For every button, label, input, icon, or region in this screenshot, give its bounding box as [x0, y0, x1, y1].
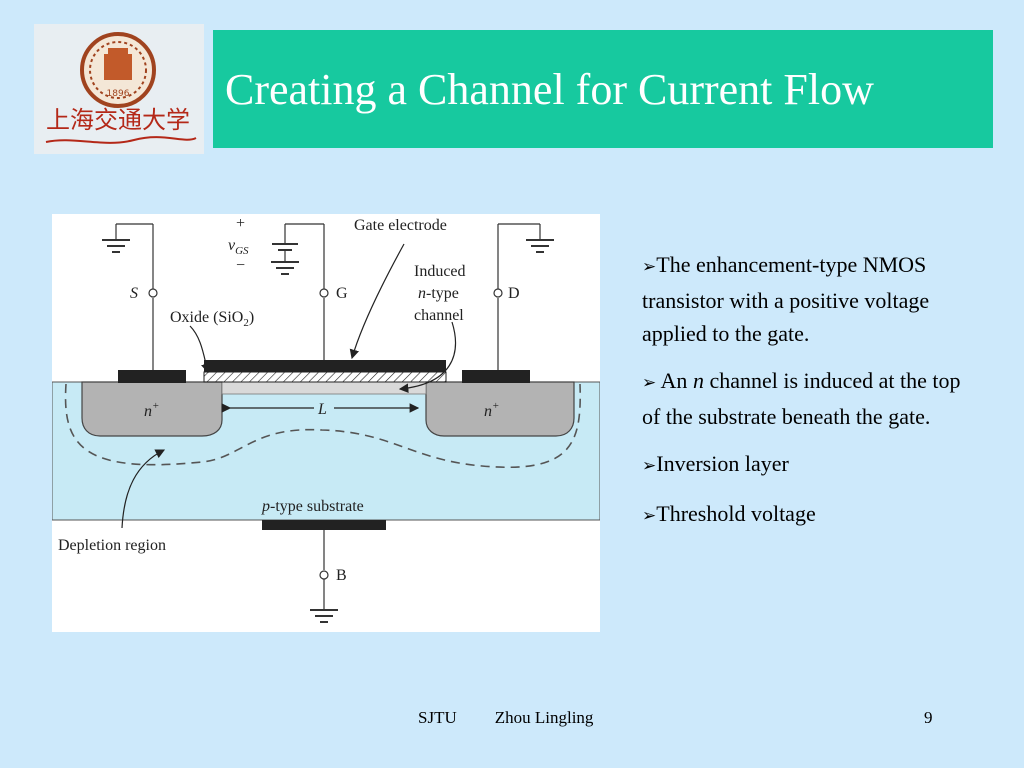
- bullet-item: ➢ An n channel is induced at the top of …: [642, 368, 961, 429]
- page-title: Creating a Channel for Current Flow: [225, 64, 874, 114]
- bullet-item: ➢Threshold voltage: [642, 501, 816, 526]
- arrow-bullet-icon: ➢: [642, 506, 657, 526]
- source-ground-icon: [102, 239, 130, 253]
- source-contact: [118, 370, 186, 383]
- svg-text:1896: 1896: [107, 89, 130, 99]
- bullet-item: ➢The enhancement-type NMOS transistor wi…: [642, 252, 930, 346]
- source-terminal: [148, 288, 158, 298]
- drain-terminal: [493, 288, 503, 298]
- label-depletion: Depletion region: [58, 537, 166, 554]
- body-ground-icon: [310, 609, 338, 623]
- title-band: Creating a Channel for Current Flow: [213, 30, 993, 148]
- depletion-boundary: [64, 383, 582, 468]
- label-vgs-plus: +: [236, 215, 245, 232]
- drain-ground-icon: [526, 239, 554, 253]
- induced-channel: [221, 381, 427, 395]
- bullet-item: ➢Inversion layer: [642, 451, 789, 476]
- bullet-list: ➢The enhancement-type NMOS transistor wi…: [642, 248, 982, 547]
- logo-emblem: 1896: [80, 32, 156, 108]
- body-contact: [262, 520, 386, 530]
- label-induced-3: channel: [414, 307, 464, 324]
- label-induced-2: n-type: [418, 285, 459, 302]
- nmos-diagram: S G D B + − vGS Gate electrode Induced n…: [52, 214, 600, 632]
- label-gate-electrode: Gate electrode: [354, 217, 447, 234]
- label-source-n-plus: n+: [144, 400, 159, 420]
- logo-text: 上海交通大学: [46, 106, 190, 134]
- arrow-bullet-icon: ➢: [642, 456, 657, 476]
- label-gate: G: [336, 285, 348, 302]
- label-length: L: [317, 401, 327, 418]
- footer-author: Zhou Lingling: [494, 708, 594, 727]
- drain-n-plus-region: [425, 381, 575, 437]
- label-source: S: [130, 285, 138, 302]
- footer: SJTU Zhou Lingling: [418, 708, 593, 728]
- university-logo: 1896 上海交通大学: [34, 24, 204, 154]
- gate-electrode: [204, 360, 446, 372]
- body-terminal: [319, 570, 329, 580]
- footer-org: SJTU: [418, 708, 457, 727]
- gate-ground-icon: [271, 261, 299, 275]
- label-substrate: p-type substrate: [261, 498, 364, 515]
- gate-terminal: [319, 288, 329, 298]
- arrow-bullet-icon: ➢: [642, 373, 657, 393]
- drain-contact: [462, 370, 530, 383]
- oxide-layer: [203, 371, 447, 383]
- label-vgs-minus: −: [236, 257, 245, 274]
- label-body: B: [336, 567, 347, 584]
- label-vgs: vGS: [228, 237, 249, 257]
- label-drain: D: [508, 285, 520, 302]
- vgs-battery-icon: [272, 243, 298, 251]
- page-number: 9: [924, 708, 933, 727]
- arrow-bullet-icon: ➢: [642, 257, 657, 277]
- label-oxide: Oxide (SiO2): [170, 309, 254, 329]
- label-drain-n-plus: n+: [484, 400, 499, 420]
- source-n-plus-region: [81, 381, 223, 437]
- label-induced-1: Induced: [414, 263, 466, 280]
